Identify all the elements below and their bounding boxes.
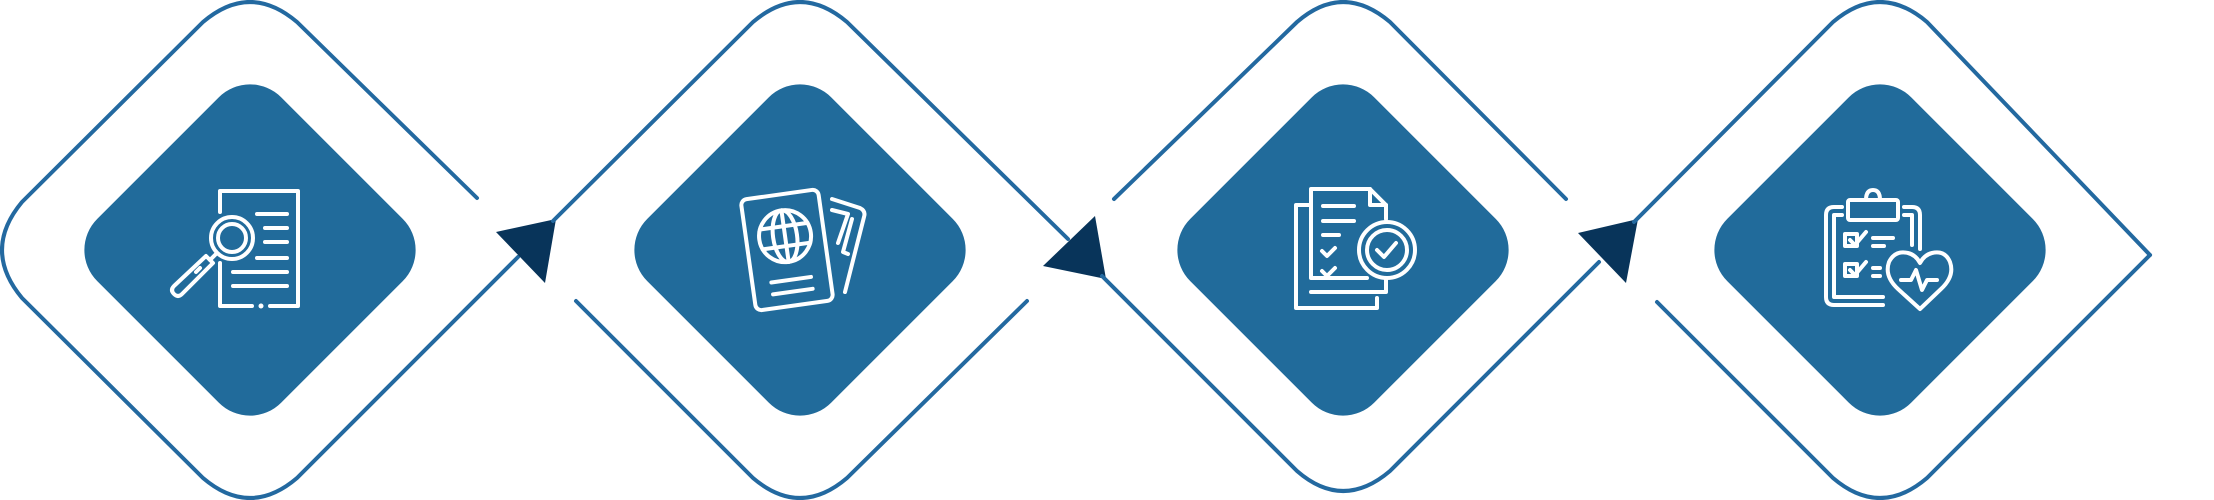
step-2-badge (634, 84, 966, 416)
step-1-outline (0, 0, 520, 500)
step-4 (1632, 0, 2152, 500)
step-2-outline-upper (551, 0, 1070, 241)
documents-checkmark-icon (1294, 187, 1417, 310)
arrow-1 (496, 219, 556, 283)
step-3-badge (1177, 84, 1509, 416)
step-4-badge (1714, 84, 2046, 416)
step-4-outline-lower (1655, 253, 2152, 500)
step-1 (0, 0, 520, 500)
clipboard-heart-icon (1824, 188, 1954, 311)
step-2 (551, 0, 1070, 500)
passport-globe-icon (739, 187, 867, 313)
step-3-outline-upper (1112, 0, 1568, 201)
document-magnifier-icon (170, 189, 300, 309)
step-3 (1100, 0, 1601, 493)
arrow-3 (1578, 219, 1638, 283)
step-4-outline-upper (1632, 0, 2152, 257)
arrow-2 (1043, 216, 1106, 279)
step-3-outline-lower (1100, 260, 1601, 493)
step-2-outline-lower (574, 299, 1029, 500)
